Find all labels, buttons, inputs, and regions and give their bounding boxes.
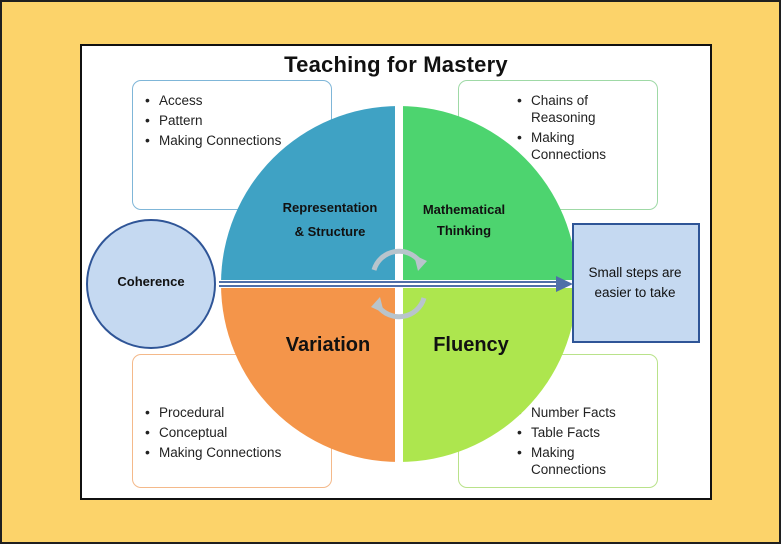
- cycle-arrowhead-bottom: [371, 297, 384, 313]
- label-coherence: Coherence: [117, 274, 185, 289]
- label-line: Small steps are: [588, 265, 682, 280]
- quadrant-variation: [221, 284, 399, 462]
- label-line: easier to take: [594, 285, 676, 300]
- list-item: Conceptual: [143, 424, 321, 441]
- list-item: Making Connections: [143, 444, 321, 461]
- label-representation: Representation & Structure: [270, 196, 390, 244]
- small-steps-box: [572, 223, 700, 343]
- list-item: Making Connections: [515, 444, 647, 478]
- label-fluency: Fluency: [433, 334, 509, 356]
- arrow-head: [556, 276, 573, 292]
- quadrant-fluency: [399, 284, 577, 462]
- label-variation: Variation: [285, 334, 371, 356]
- label-line: Mathematical: [422, 202, 506, 217]
- quadrant-representation: [221, 106, 399, 284]
- list-item: Procedural: [143, 404, 321, 421]
- diagram-title: Teaching for Mastery: [284, 52, 508, 77]
- list-item: Making Connections: [515, 129, 647, 163]
- mastery-wheel: [86, 98, 700, 470]
- cycle-arrowhead-top: [414, 255, 427, 271]
- diagram-panel: Teaching for Mastery Access Pattern Maki…: [80, 44, 712, 500]
- label-small-steps: Small steps are easier to take: [574, 263, 696, 303]
- list-item: Access: [143, 92, 321, 109]
- coherence-circle: [86, 219, 216, 349]
- list-item: Table Facts: [515, 424, 647, 441]
- box-top-left: Access Pattern Making Connections: [132, 80, 332, 210]
- label-line: & Structure: [294, 224, 366, 239]
- list-item: Chains of Reasoning: [515, 92, 647, 126]
- label-line: Thinking: [436, 223, 492, 238]
- quadrant-mathematical: [399, 106, 577, 284]
- list-item: Making Connections: [143, 132, 321, 149]
- list-item: Pattern: [143, 112, 321, 129]
- label-mathematical-thinking: Mathematical Thinking: [404, 199, 524, 241]
- label-line: Representation: [282, 200, 378, 215]
